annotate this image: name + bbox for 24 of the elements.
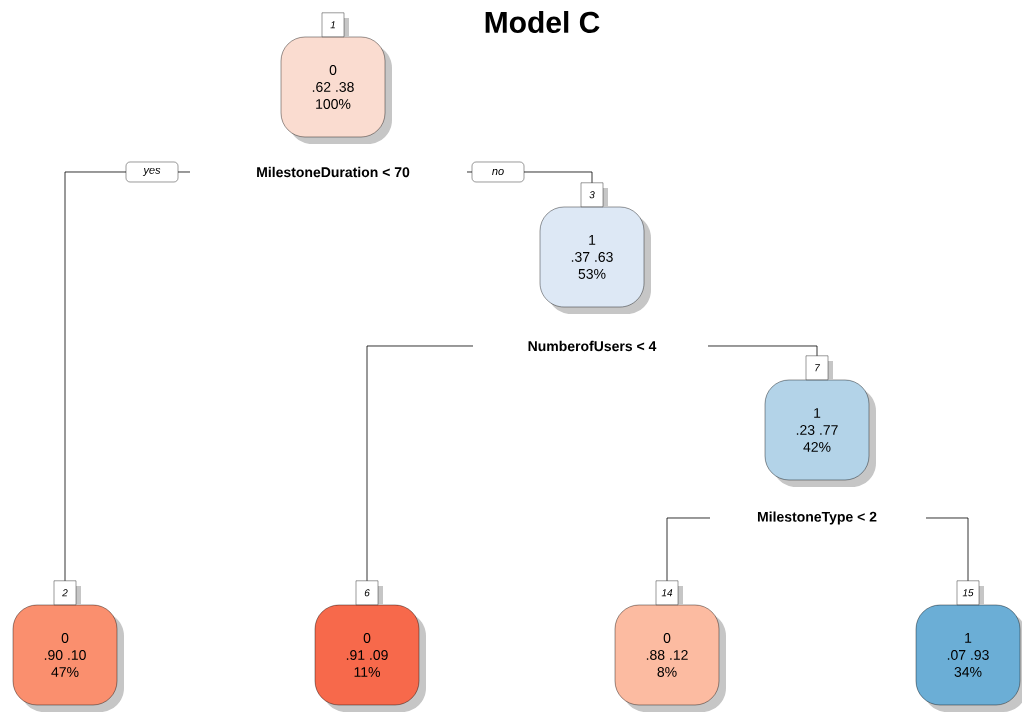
branch-line xyxy=(366,345,474,582)
node-number-tab: 15 xyxy=(956,580,984,605)
edge-label: yes xyxy=(125,161,179,183)
node-number-tab: 14 xyxy=(655,580,683,605)
node-number-tab: 7 xyxy=(805,355,833,380)
node-number-tab: 2 xyxy=(53,580,81,605)
node-number-tab: 3 xyxy=(580,182,608,207)
node-number-tab: 1 xyxy=(321,12,349,37)
leaf-box: 0 .90 .10 47% xyxy=(12,604,124,712)
leaf-box: 0 .62 .38 100% xyxy=(280,36,392,144)
leaf-box: 1 .23 .77 42% xyxy=(764,379,876,487)
leaf-box: 1 .07 .93 34% xyxy=(915,604,1022,712)
leaf-box: 0 .91 .09 11% xyxy=(314,604,426,712)
branch-line xyxy=(925,517,969,582)
branch-line xyxy=(707,345,818,357)
split-label: MilestoneType < 2 xyxy=(758,511,877,525)
branch-line xyxy=(666,517,711,582)
split-label: MilestoneDuration < 70 xyxy=(257,166,410,178)
leaf-box: 1 .37 .63 53% xyxy=(539,206,651,314)
title: Model C xyxy=(485,11,600,33)
node-number-tab: 6 xyxy=(355,580,383,605)
split-label: NumberofUsers < 4 xyxy=(528,340,657,352)
leaf-box: 0 .88 .12 8% xyxy=(614,604,726,712)
edge-label: no xyxy=(471,161,525,183)
